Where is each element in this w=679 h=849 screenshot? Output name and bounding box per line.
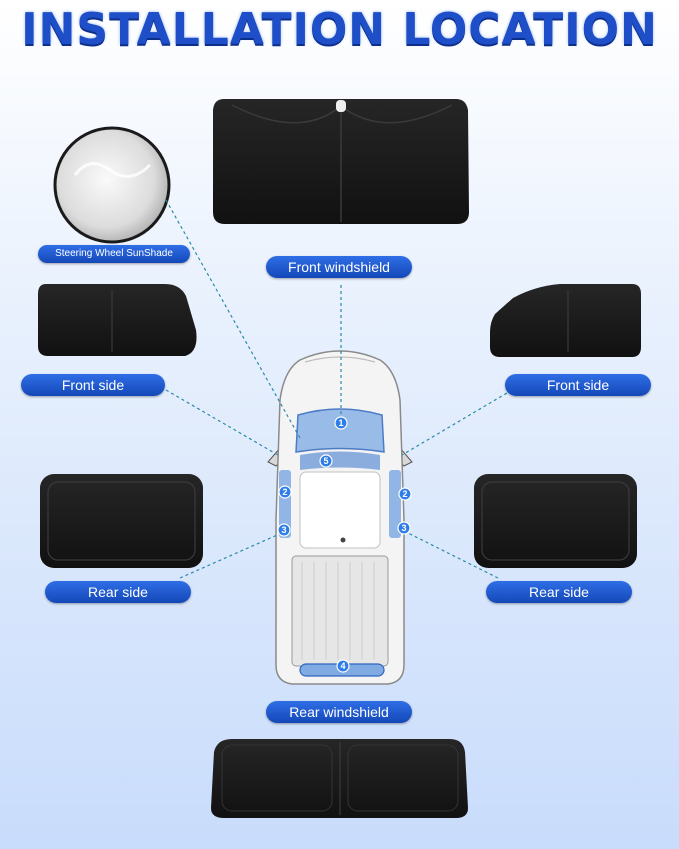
marker-5: 5 (319, 454, 333, 468)
svg-text:3: 3 (281, 525, 286, 535)
rear-side-left-shade (40, 474, 203, 568)
marker-1: 1 (334, 416, 348, 430)
svg-text:5: 5 (323, 456, 328, 466)
label-front-windshield: Front windshield (266, 256, 412, 278)
marker-2-left: 2 (278, 485, 292, 499)
front-side-right-shade (490, 284, 641, 357)
leader-lines (165, 199, 513, 579)
svg-text:3: 3 (401, 523, 406, 533)
label-steering-wheel-sunshade: Steering Wheel SunShade (38, 245, 190, 263)
svg-text:2: 2 (402, 489, 407, 499)
marker-3-right: 3 (397, 521, 411, 535)
front-side-left-shade (38, 284, 197, 356)
pickup-truck (267, 350, 413, 685)
marker-2-right: 2 (398, 487, 412, 501)
label-front-side-right: Front side (505, 374, 651, 396)
rear-windshield-shade (211, 739, 468, 818)
label-rear-windshield: Rear windshield (266, 701, 412, 723)
marker-4: 4 (336, 659, 350, 673)
svg-text:4: 4 (340, 661, 345, 671)
label-rear-side-left: Rear side (45, 581, 191, 603)
label-rear-side-right: Rear side (486, 581, 632, 603)
marker-3-left: 3 (277, 523, 291, 537)
steering-wheel-sunshade (53, 126, 171, 244)
svg-text:1: 1 (338, 418, 343, 428)
label-front-side-left: Front side (21, 374, 165, 396)
front-windshield-shade (213, 99, 469, 224)
rear-side-right-shade (474, 474, 637, 568)
svg-text:2: 2 (282, 487, 287, 497)
page-title: INSTALLATION LOCATION (21, 4, 658, 55)
